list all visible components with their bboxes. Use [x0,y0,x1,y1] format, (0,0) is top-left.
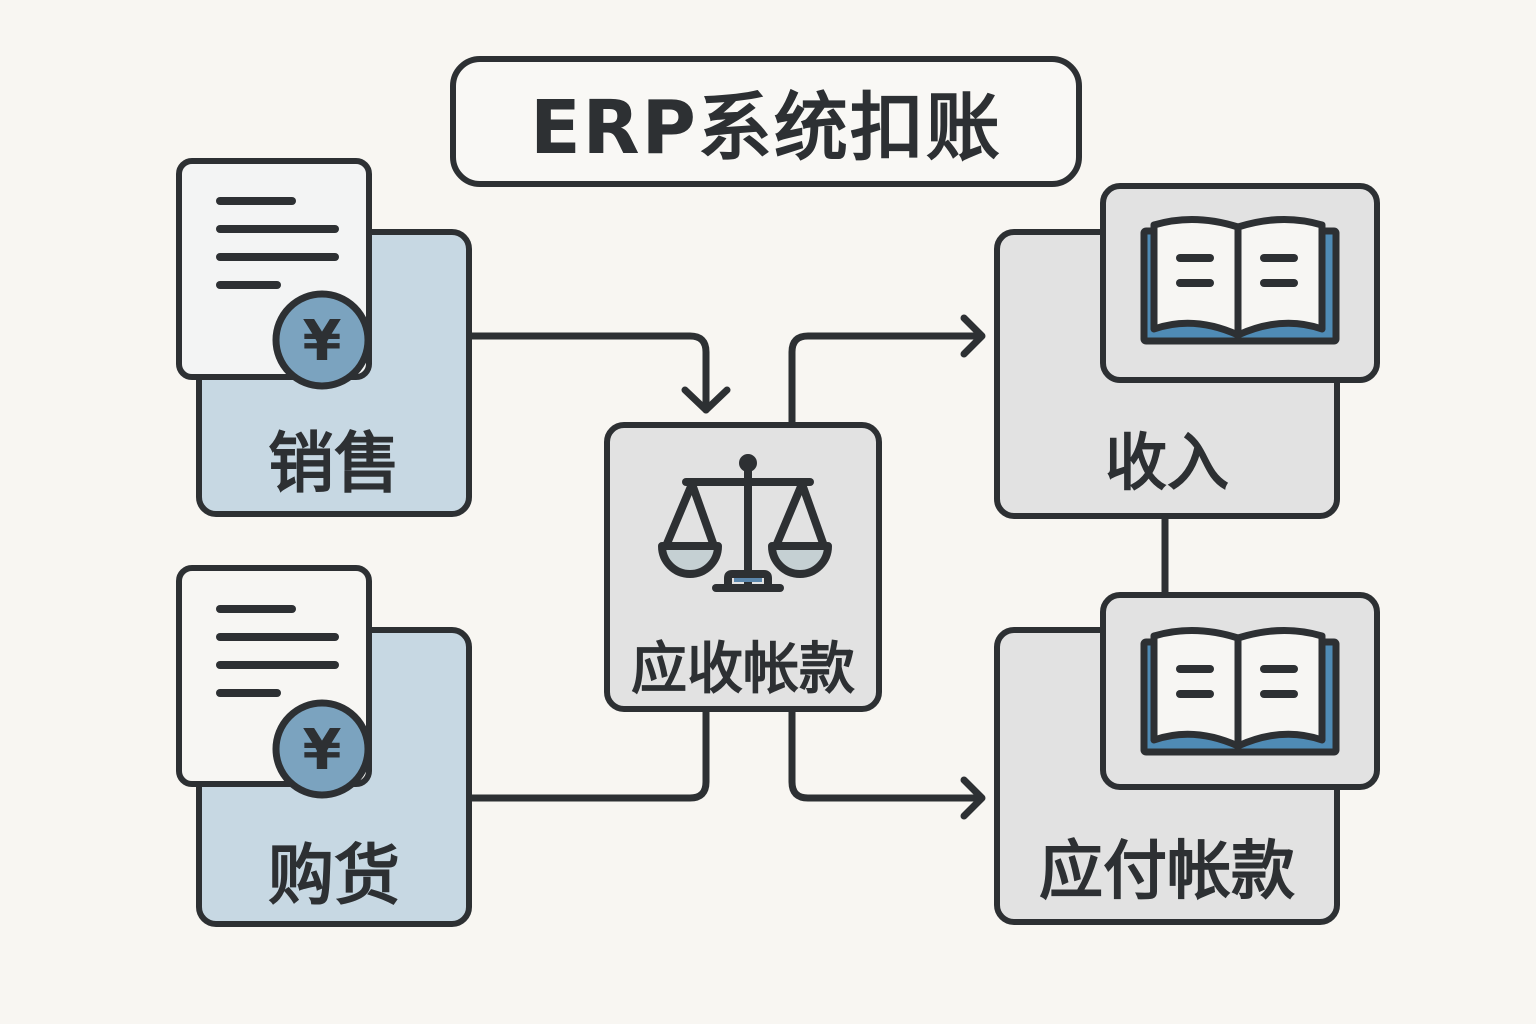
page-title: ERP系统扣账 [530,85,1002,171]
document-lines-icon [216,197,339,289]
edge-receivable-to-income [788,332,984,428]
open-book-icon [1140,627,1340,756]
ledger-panel [1100,183,1380,383]
edge-receivable-to-payable [788,706,984,802]
income-label: 收入 [1104,426,1229,499]
ledger-panel [1100,592,1380,790]
yen-coin-icon: ¥ [272,699,372,799]
yen-coin-icon: ¥ [272,290,372,390]
edge-sales-to-receivable [466,332,710,414]
receivable-label: 应收帐款 [631,637,855,702]
arrowhead-right-payable [960,776,986,820]
arrowhead-right-income [960,314,986,358]
payable-label: 应付帐款 [1039,835,1295,909]
balance-scale-icon [658,454,832,592]
open-book-icon [1140,216,1340,345]
edge-purchase-to-receivable [466,706,710,802]
document-lines-icon [216,605,339,697]
purchase-label: 购货 [268,837,400,914]
invoice-document [176,158,372,380]
svg-text:¥: ¥ [303,309,342,374]
sales-label: 销售 [268,425,400,502]
title-box: ERP系统扣账 [450,56,1082,187]
svg-text:¥: ¥ [303,718,342,783]
arrowhead-down [681,386,731,414]
node-receivable[interactable]: 应收帐款 [604,422,882,712]
